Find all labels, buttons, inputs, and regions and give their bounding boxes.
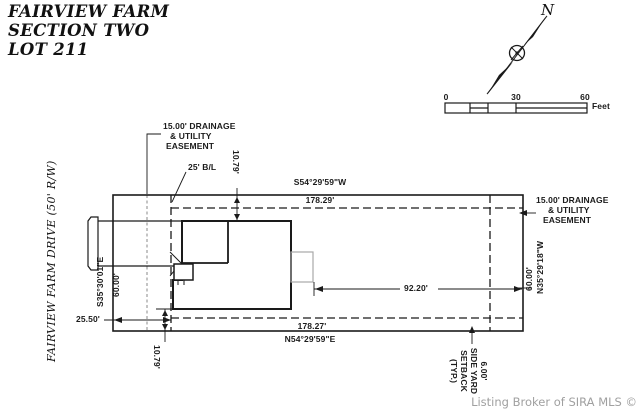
west-bearing: S35°30'01"E bbox=[95, 256, 105, 307]
stoop bbox=[173, 263, 194, 281]
easement-left-line1: 15.00' DRAINAGE bbox=[163, 121, 236, 131]
scale-tick-60: 60 bbox=[580, 92, 590, 102]
front-offset: 25.50' bbox=[76, 314, 100, 324]
scale-tick-0: 0 bbox=[443, 92, 449, 102]
south-side-offset: 10.79' bbox=[152, 345, 162, 369]
setback-note-line1: 6.00' bbox=[479, 361, 489, 381]
easement-left-line2: & UTILITY bbox=[170, 131, 212, 141]
setback-note-line2: SIDE YARD bbox=[469, 347, 479, 395]
north-side-offset: 10.79' bbox=[231, 150, 241, 174]
dimension-lines bbox=[104, 188, 522, 342]
house-footprint bbox=[169, 220, 314, 310]
easement-left-line3: EASEMENT bbox=[166, 141, 215, 151]
setback-note-line3: SETBACK bbox=[459, 350, 469, 392]
title-line-1: FAIRVIEW FARM bbox=[8, 2, 170, 21]
leader-lines bbox=[146, 133, 536, 344]
west-distance: 60.00' bbox=[111, 273, 121, 297]
easement-setback-lines bbox=[146, 195, 523, 331]
east-bearing: N35°29'18"W bbox=[535, 240, 545, 294]
north-label: N bbox=[541, 1, 555, 19]
scale-bar bbox=[444, 102, 588, 114]
side-yard-setback-note: 6.00' SIDE YARD SETBACK (TYP.) bbox=[449, 344, 489, 398]
easement-right-line2: & UTILITY bbox=[548, 205, 590, 215]
easement-right-line1: 15.00' DRAINAGE bbox=[536, 195, 609, 205]
north-arrow bbox=[486, 15, 548, 95]
east-distance: 60.00' bbox=[524, 267, 534, 291]
title-line-2: SECTION TWO bbox=[8, 21, 150, 40]
street-name: FAIRVIEW FARM DRIVE (50' R/W) bbox=[45, 160, 58, 362]
title-block: FAIRVIEW FARM SECTION TWO LOT 211 bbox=[8, 2, 169, 59]
easement-right-line3: EASEMENT bbox=[543, 215, 592, 225]
scale-tick-30: 30 bbox=[511, 92, 521, 102]
lot-boundary bbox=[112, 194, 524, 332]
north-bearing: S54°29'59"W bbox=[293, 177, 347, 187]
building-line-label: 25' B/L bbox=[188, 162, 217, 172]
south-bearing: N54°29'59"E bbox=[284, 334, 336, 344]
road-and-driveway bbox=[87, 216, 182, 271]
rear-yard-dimension: 92.20' bbox=[402, 283, 430, 293]
north-distance: 178.29' bbox=[305, 195, 335, 205]
title-line-3: LOT 211 bbox=[8, 40, 89, 59]
south-distance: 178.27' bbox=[297, 321, 327, 331]
setback-note-line4: (TYP.) bbox=[449, 358, 459, 384]
porch bbox=[290, 251, 314, 283]
scale-unit: Feet bbox=[592, 101, 610, 111]
footer-credit: Listing Broker of SIRA MLS © bbox=[471, 395, 637, 409]
